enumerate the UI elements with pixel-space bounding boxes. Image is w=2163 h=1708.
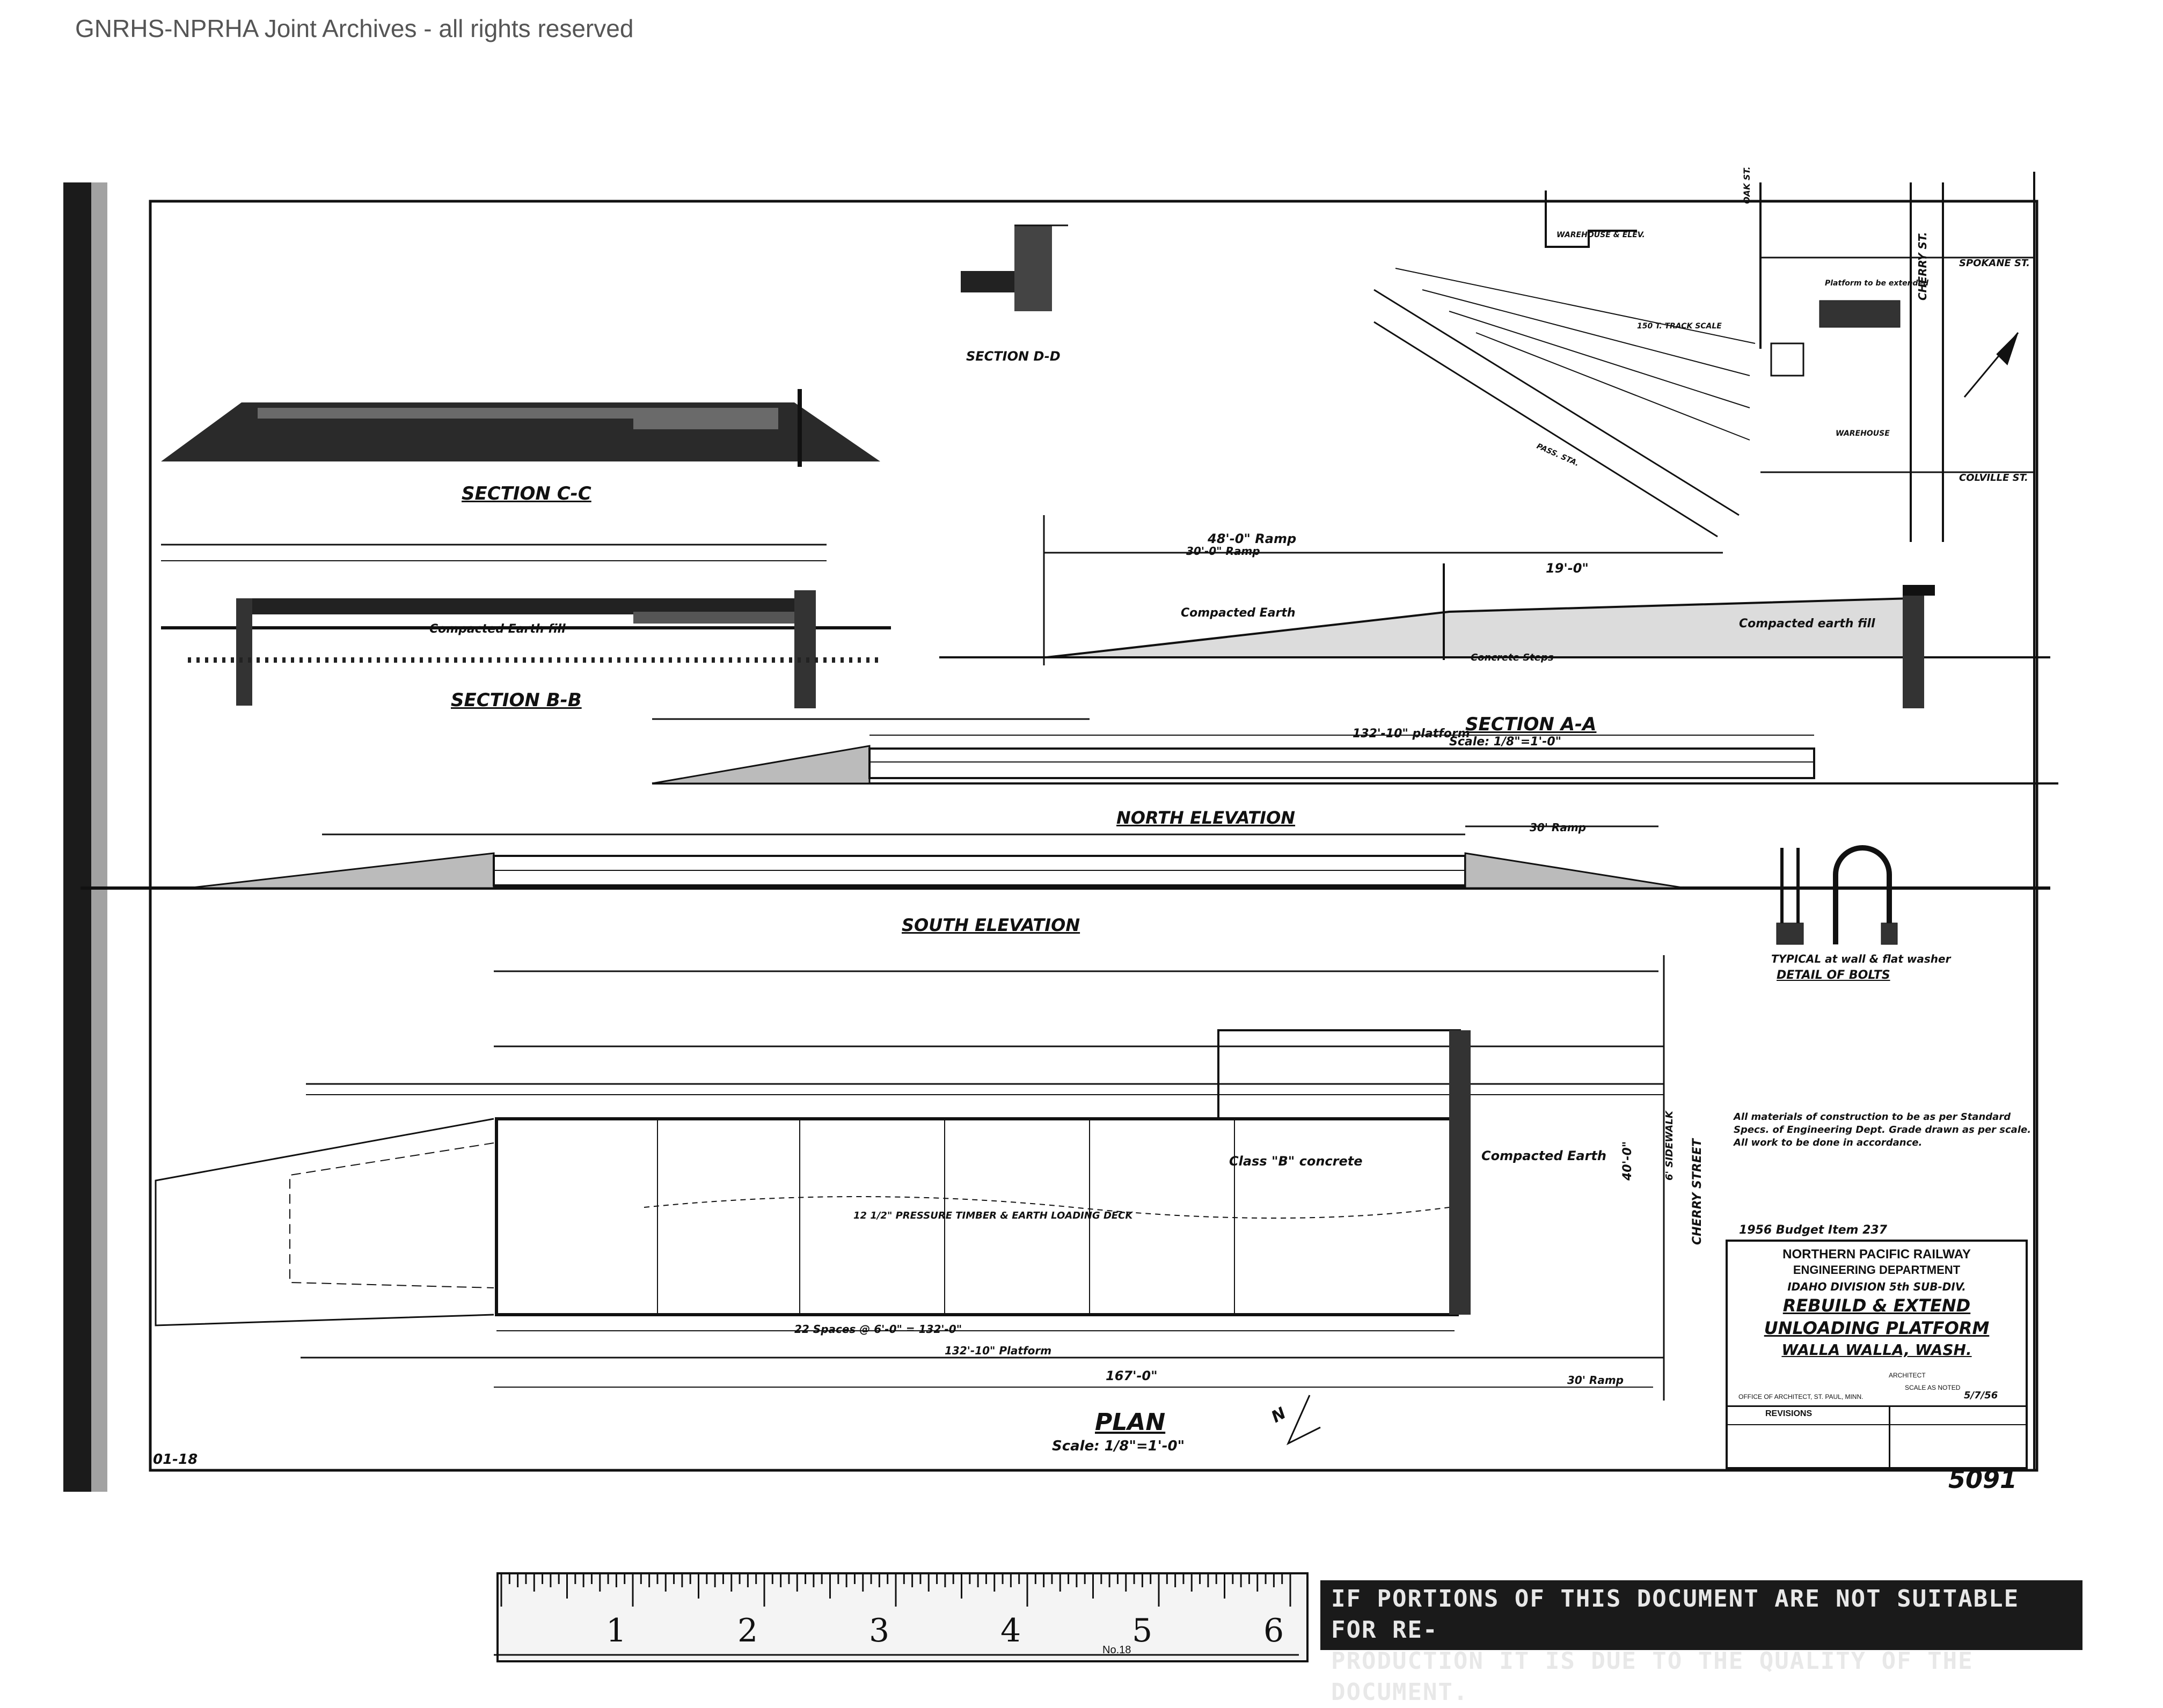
budget-item: 1956 Budget Item 237 bbox=[1739, 1223, 1888, 1237]
ruler-mark-2: 2 bbox=[737, 1612, 758, 1650]
concrete-steps-label: Concrete Steps bbox=[1471, 652, 1554, 663]
section-cc-title: SECTION C-C bbox=[462, 483, 591, 504]
location-name: WALLA WALLA, WASH. bbox=[1781, 1341, 1972, 1359]
drawing-number: 5091 bbox=[1948, 1465, 2018, 1494]
scan-edge bbox=[63, 182, 91, 1492]
ruler-mark-6: 6 bbox=[1263, 1612, 1284, 1650]
title-line-1: REBUILD & EXTEND bbox=[1782, 1295, 1971, 1316]
date-label: 5/7/56 bbox=[1964, 1390, 1998, 1401]
cherry-street-label: CHERRY STREET bbox=[1691, 1139, 1704, 1245]
ramp-30-label: 30'-0" Ramp bbox=[1186, 545, 1260, 558]
compacted-earth-fill-label: Compacted earth fill bbox=[1739, 617, 1875, 631]
department-name: ENGINEERING DEPARTMENT bbox=[1793, 1263, 1961, 1277]
bolt-detail-b-label: DETAIL OF BOLTS bbox=[1777, 969, 1890, 982]
section-aa-title: SECTION A-A bbox=[1465, 714, 1597, 735]
map-oak-st: OAK ST. bbox=[1742, 166, 1752, 204]
map-cherry-st: CHERRY ST. bbox=[1916, 232, 1929, 300]
spaces-label: 22 Spaces @ 6'-0" = 132'-0" bbox=[794, 1323, 962, 1336]
plan-length-label: 167'-0" bbox=[1106, 1368, 1158, 1383]
ruler-mark-1: 1 bbox=[606, 1612, 627, 1650]
compacted-earth-label: Compacted Earth bbox=[1181, 606, 1296, 620]
section-bb-drawing bbox=[161, 544, 891, 708]
ramp-30-plan-label: 30' Ramp bbox=[1567, 1374, 1624, 1387]
ramp-30-north-label: 30' Ramp bbox=[1530, 821, 1586, 834]
north-elevation-drawing bbox=[652, 718, 2058, 785]
sheet-border bbox=[149, 200, 2038, 1472]
ruler-mark-4: 4 bbox=[1000, 1612, 1021, 1650]
revisions-label: REVISIONS bbox=[1765, 1409, 1813, 1418]
ruler-maker: No.18 bbox=[1102, 1644, 1131, 1656]
section-aa-scale: Scale: 1/8"=1'-0" bbox=[1449, 735, 1562, 749]
company-name: NORTHERN PACIFIC RAILWAY bbox=[1782, 1247, 1971, 1262]
earth-loading-label: 12 1/2" PRESSURE TIMBER & EARTH LOADING … bbox=[853, 1210, 1133, 1221]
concrete-class-label: Class "B" concrete bbox=[1229, 1154, 1363, 1169]
map-warehouse-elev: WAREHOUSE & ELEV. bbox=[1557, 231, 1645, 239]
south-elevation-drawing bbox=[81, 825, 2050, 890]
division-name: IDAHO DIVISION 5th SUB-DIV. bbox=[1787, 1280, 1966, 1293]
stamp-line-1: IF PORTIONS OF THIS DOCUMENT ARE NOT SUI… bbox=[1331, 1585, 2020, 1644]
platform-length-label: 132'-10" platform bbox=[1353, 727, 1470, 741]
section-aa-drawing bbox=[939, 515, 2050, 708]
ruler-mark-5: 5 bbox=[1132, 1612, 1153, 1650]
map-colville-st: COLVILLE ST. bbox=[1959, 472, 2028, 483]
map-spokane-st: SPOKANE ST. bbox=[1959, 258, 2030, 269]
scale-label: SCALE AS NOTED bbox=[1905, 1384, 1961, 1391]
sheet-ref-label: 01-18 bbox=[153, 1452, 198, 1468]
compacted-earth-plan-label: Compacted Earth bbox=[1481, 1148, 1606, 1163]
dim-19-label: 19'-0" bbox=[1546, 561, 1589, 576]
plan-title: PLAN bbox=[1095, 1409, 1166, 1436]
section-dd-title: SECTION D-D bbox=[966, 349, 1061, 364]
platform-plan-label: 132'-10" Platform bbox=[945, 1344, 1052, 1357]
stamp-line-2: PRODUCTION IT IS DUE TO THE QUALITY OF T… bbox=[1331, 1647, 1974, 1706]
section-cc-drawing bbox=[161, 389, 880, 467]
construction-note: All materials of construction to be as p… bbox=[1734, 1111, 2032, 1148]
scale-ruler: 1 2 3 4 5 6 No.18 bbox=[496, 1572, 1309, 1662]
cm-scale-ticks bbox=[494, 1654, 1299, 1656]
dim-40-label: 40'-0" bbox=[1621, 1141, 1634, 1181]
drawing-linework bbox=[63, 172, 2058, 1492]
archive-watermark: GNRHS-NPRHA Joint Archives - all rights … bbox=[75, 14, 634, 42]
plan-scale: Scale: 1/8"=1'-0" bbox=[1052, 1438, 1185, 1454]
title-line-2: UNLOADING PLATFORM bbox=[1764, 1318, 1990, 1338]
office-label: OFFICE OF ARCHITECT, ST. PAUL, MINN. bbox=[1738, 1393, 1864, 1401]
quality-stamp: IF PORTIONS OF THIS DOCUMENT ARE NOT SUI… bbox=[1320, 1580, 2082, 1706]
ruler-mark-3: 3 bbox=[869, 1612, 890, 1650]
north-elevation-title: NORTH ELEVATION bbox=[1116, 808, 1296, 828]
title-block: NORTHERN PACIFIC RAILWAY ENGINEERING DEP… bbox=[1726, 1240, 2028, 1469]
plan-drawing bbox=[155, 955, 1665, 1446]
map-warehouse: WAREHOUSE bbox=[1836, 429, 1890, 438]
ruler-ticks bbox=[500, 1574, 1291, 1607]
sidewalk-label: 6' SIDEWALK bbox=[1664, 1111, 1675, 1181]
compacted-earth-fill-bb-label: Compacted Earth fill bbox=[429, 622, 566, 636]
bolt-detail-a-label: TYPICAL at wall & flat washer bbox=[1771, 952, 1951, 965]
cm-scale bbox=[494, 1654, 1299, 1663]
architect-label: ARCHITECT bbox=[1889, 1372, 1926, 1379]
bolt-detail-drawing bbox=[1776, 845, 1898, 945]
ramp-48-label: 48'-0" Ramp bbox=[1208, 531, 1297, 546]
south-elevation-title: SOUTH ELEVATION bbox=[902, 915, 1080, 935]
section-bb-title: SECTION B-B bbox=[451, 690, 582, 711]
section-dd-drawing bbox=[961, 224, 1068, 311]
map-track-scale: 150 T. TRACK SCALE bbox=[1637, 322, 1722, 331]
map-platform-site: Platform to be extended bbox=[1825, 279, 1929, 288]
site-map-drawing bbox=[1373, 182, 2034, 542]
